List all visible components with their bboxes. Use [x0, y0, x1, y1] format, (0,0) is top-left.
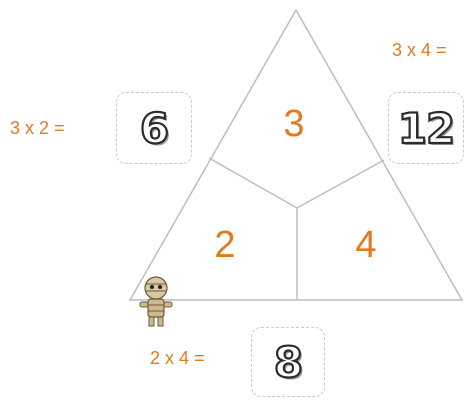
divider-line-right: [296, 159, 385, 209]
answer-bottom: 8: [273, 336, 304, 387]
triangle-outline: [128, 8, 464, 301]
equation-left: 3 x 2 =: [10, 118, 65, 138]
triangle-number-top: 3: [283, 103, 304, 145]
mummy-icon: [139, 276, 173, 327]
equation-right: 3 x 4 =: [392, 40, 447, 60]
answer-card-bottom: 8: [251, 327, 325, 397]
equation-bottom: 2 x 4 =: [150, 348, 205, 368]
answer-left: 6: [139, 102, 170, 153]
triangle-number-right: 4: [355, 224, 376, 266]
answer-right: 12: [397, 102, 457, 153]
divider-line-left: [208, 157, 298, 209]
answer-card-right: 12: [388, 92, 464, 164]
answer-card-left: 6: [116, 92, 192, 164]
triangle-number-left: 2: [214, 224, 235, 266]
